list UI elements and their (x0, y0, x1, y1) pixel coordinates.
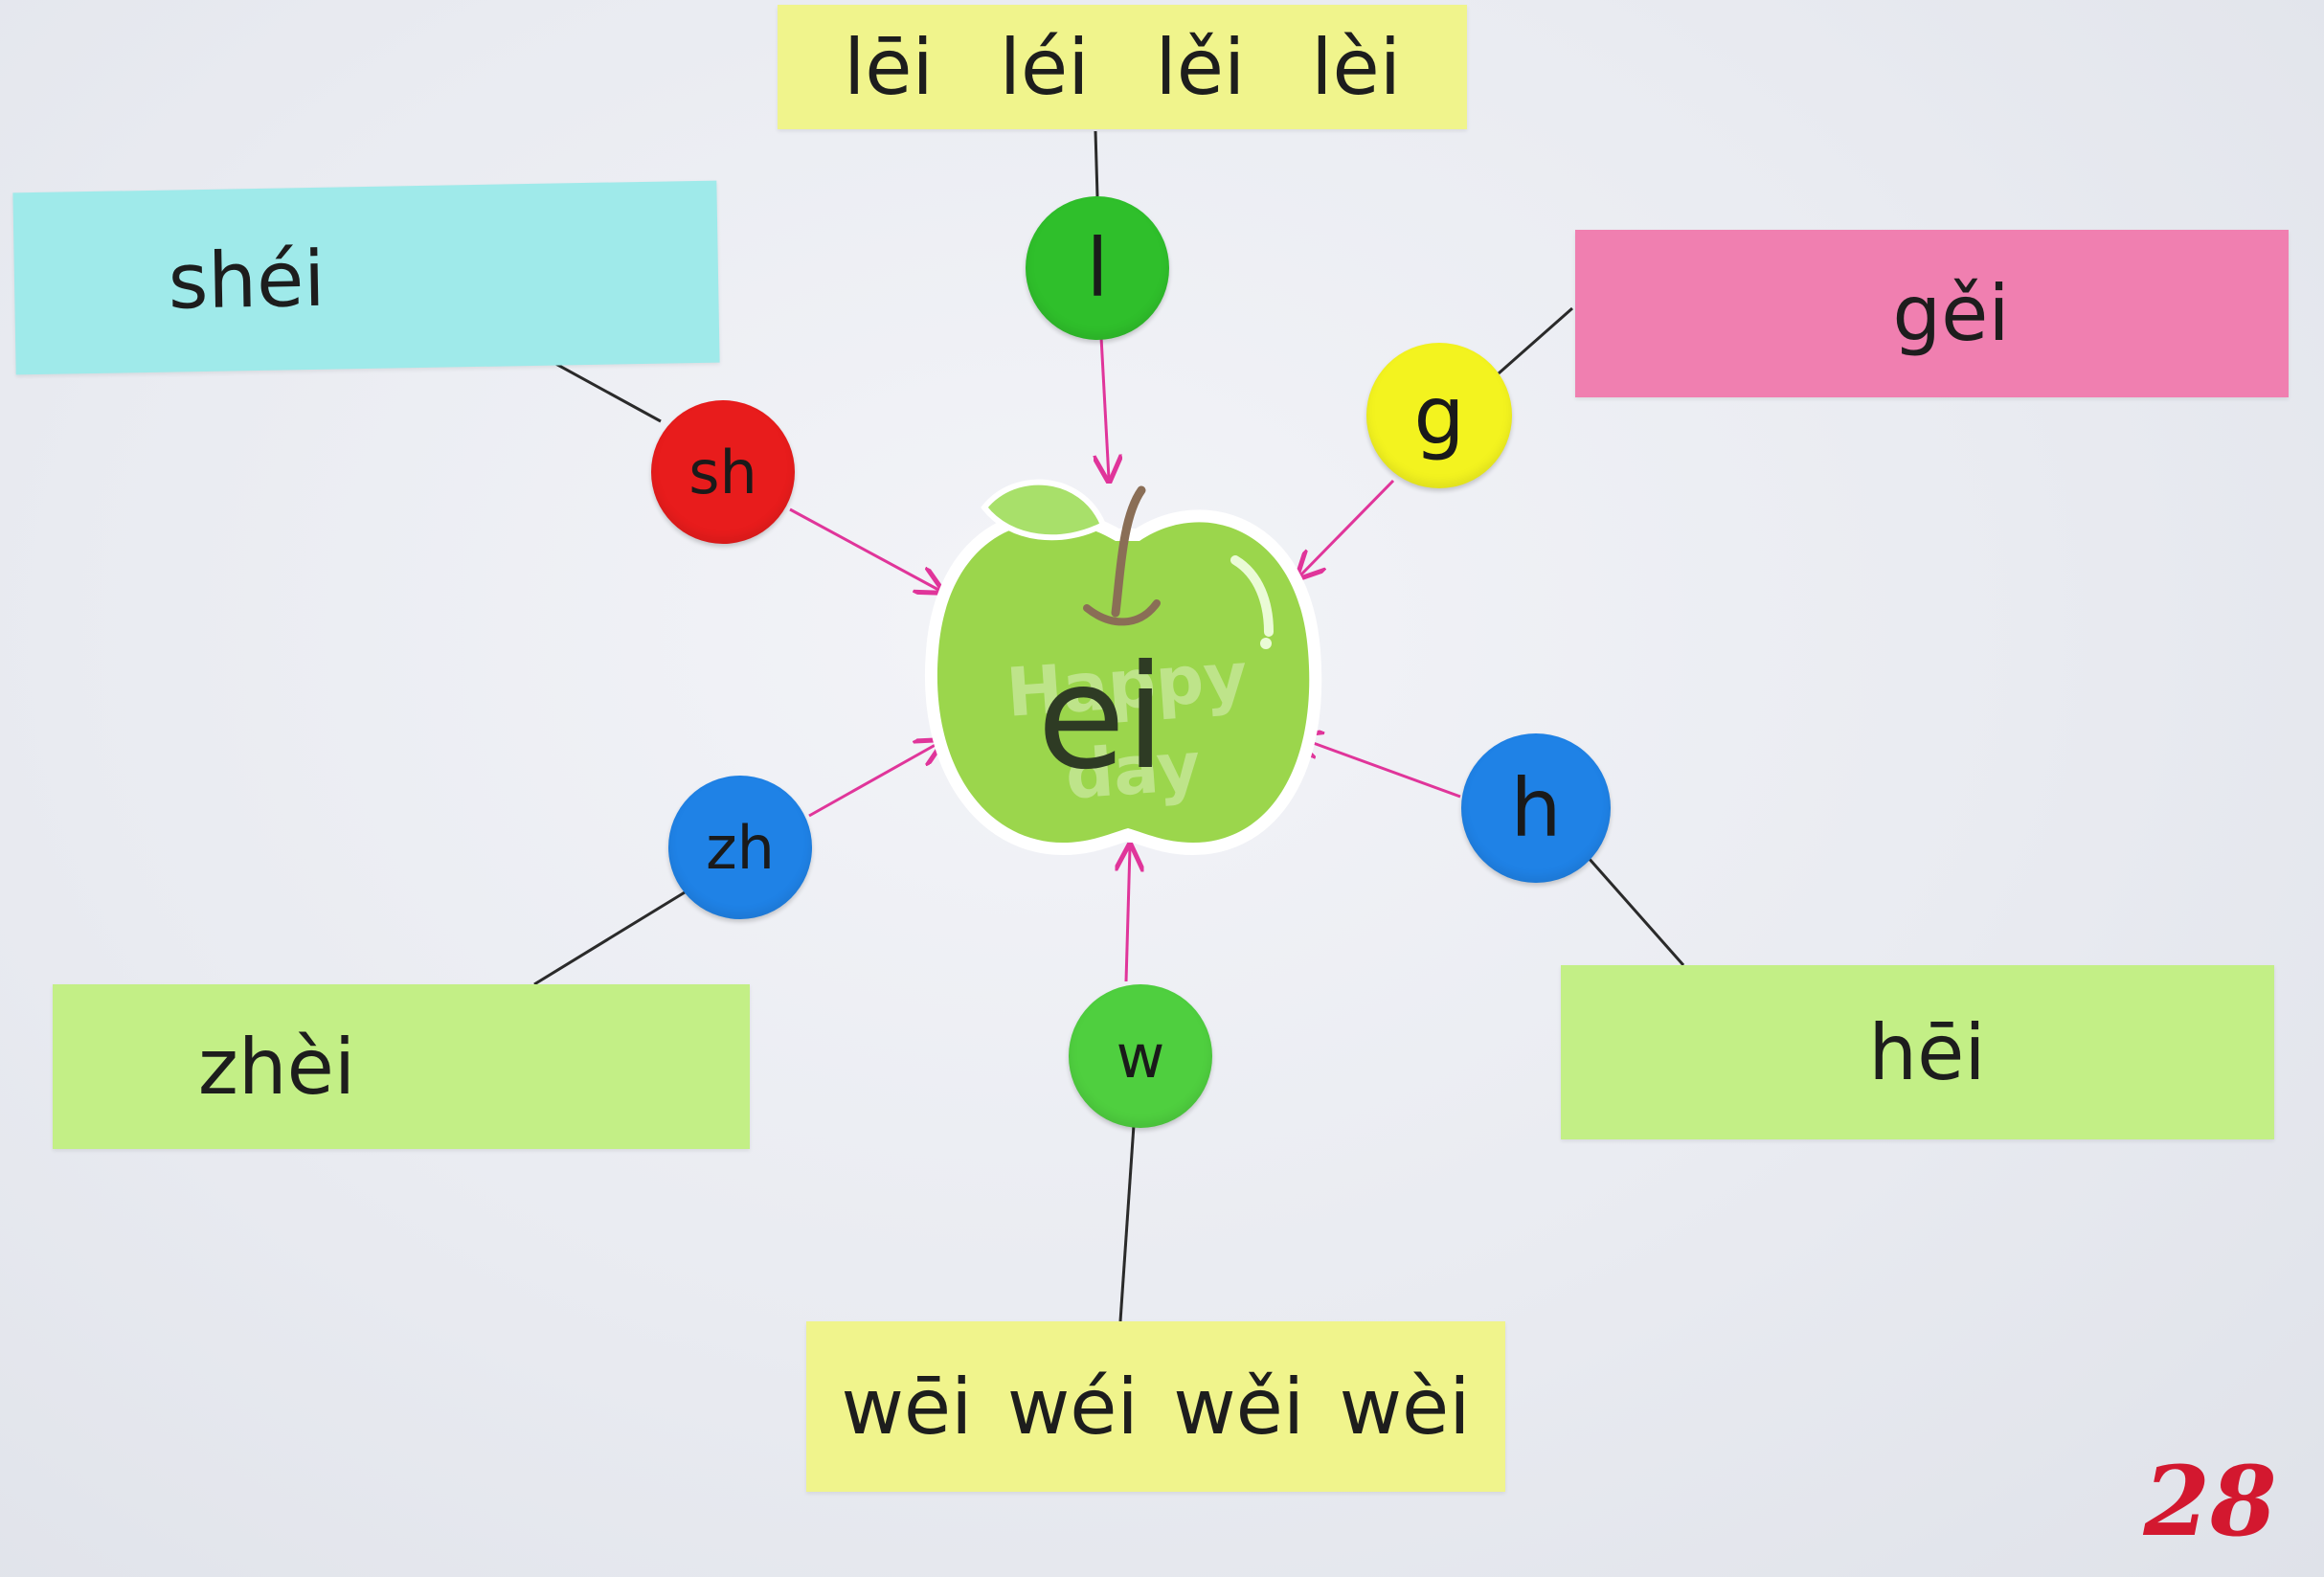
initial-w-circle: w (1069, 984, 1212, 1128)
syllable-wei-2: wéi (1006, 1362, 1139, 1452)
initial-zh-circle: zh (668, 776, 812, 919)
initial-h-label: h (1510, 761, 1562, 855)
arrow-sh-to-apple (789, 507, 940, 591)
syllable-lei-2: léi (999, 22, 1090, 112)
syllable-wei-1: wēi (841, 1362, 973, 1452)
arrow-l-to-apple (1101, 336, 1109, 479)
arrow-w-to-apple (1126, 847, 1130, 982)
syllable-wei-4: wèi (1339, 1362, 1471, 1452)
line-gei-card-to-g (1498, 306, 1573, 375)
syllable-lei-4: lèi (1311, 22, 1401, 112)
initial-l-label: l (1086, 221, 1109, 315)
line-wei-card-to-w (1118, 1124, 1136, 1322)
syllable-lei-3: lěi (1155, 22, 1246, 112)
card-bottom-right-hei: hēi (1561, 965, 2274, 1139)
card-bottom-wei: wēi wéi wěi wèi (806, 1321, 1505, 1492)
syllable-gei: gěi (1892, 269, 2010, 358)
apple-icon (924, 479, 1322, 855)
card-top-lei: lēi léi lěi lèi (778, 5, 1467, 129)
line-top-card-to-l (1094, 130, 1099, 197)
apple-leaf-icon (981, 479, 1107, 541)
line-hei-card-to-h (1586, 856, 1685, 966)
card-top-right-gei: gěi (1575, 230, 2289, 397)
initial-sh-label: sh (688, 437, 757, 507)
syllable-zhei: zhèi (197, 1022, 356, 1112)
page-number: 28 (2143, 1445, 2277, 1558)
initial-sh-circle: sh (651, 400, 795, 544)
arrow-zh-to-apple (808, 742, 940, 818)
card-top-left-shei: shéi (12, 180, 720, 375)
line-zhei-card-to-zh (533, 890, 686, 986)
card-bottom-left-zhei: zhèi (53, 984, 750, 1149)
syllable-lei-1: lēi (844, 22, 934, 112)
center-final-label: ei (1037, 635, 1165, 801)
arrow-g-to-apple (1299, 479, 1395, 576)
line-shei-card-to-sh (550, 359, 662, 423)
syllable-wei-3: wěi (1173, 1362, 1305, 1452)
initial-l-circle: l (1026, 196, 1169, 340)
initial-g-circle: g (1366, 343, 1512, 488)
initial-g-label: g (1413, 369, 1465, 462)
syllable-hei: hēi (1868, 1007, 1986, 1097)
initial-w-label: w (1116, 1021, 1165, 1092)
syllable-shei: shéi (167, 234, 327, 327)
initial-h-circle: h (1461, 733, 1611, 883)
initial-zh-label: zh (706, 812, 775, 883)
arrow-h-to-apple (1297, 737, 1461, 799)
